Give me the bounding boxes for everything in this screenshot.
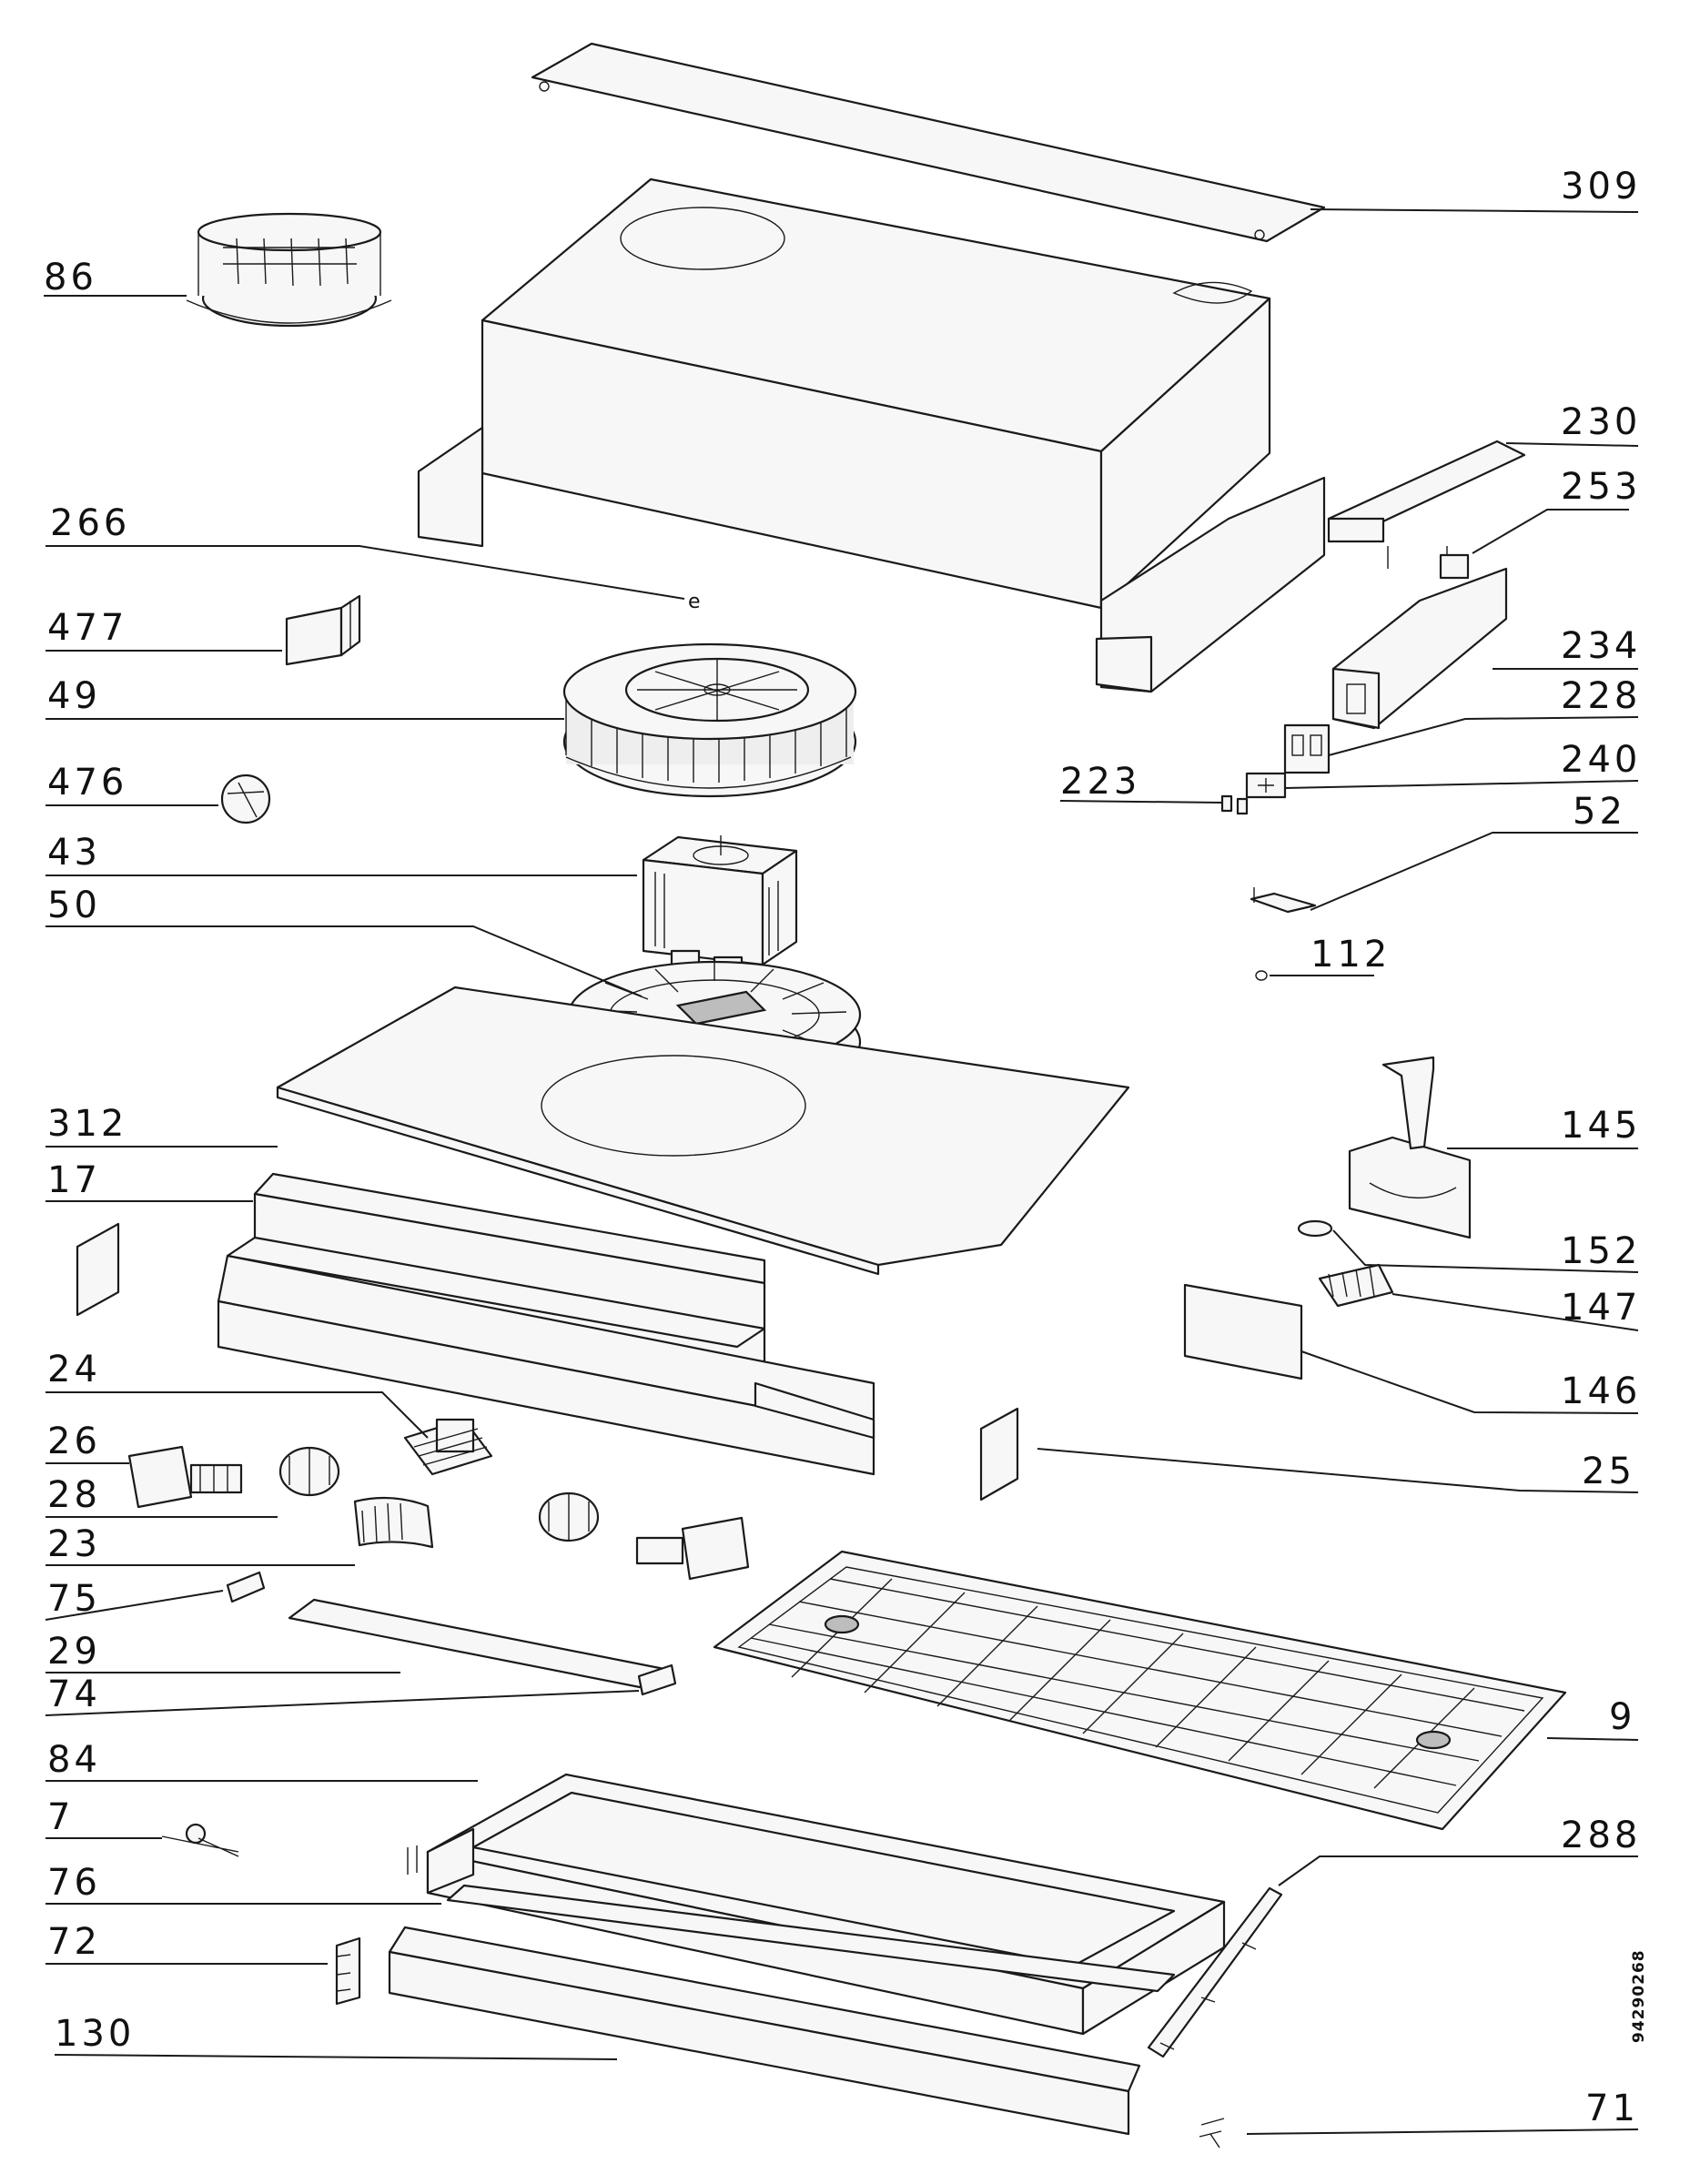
part-76-bottom-plate <box>446 1884 1176 1993</box>
callout-476: 476 <box>47 762 127 804</box>
callout-43: 43 <box>47 832 101 874</box>
callout-130: 130 <box>55 2013 135 2055</box>
part-477-bracket <box>285 594 361 666</box>
part-309-top-rail <box>531 42 1326 243</box>
callout-234: 234 <box>1561 625 1641 667</box>
callout-17: 17 <box>47 1159 101 1201</box>
part-52-clamp <box>1250 887 1317 914</box>
callout-228: 228 <box>1561 675 1641 717</box>
callout-29: 29 <box>47 1631 101 1673</box>
part-71-clip <box>1199 2118 1225 2149</box>
part-17-filter-frame <box>217 1172 875 1476</box>
part-234-control-box <box>1331 567 1508 730</box>
part-86-round-collar <box>186 212 392 328</box>
callout-labels: 309 86 230 253 266 477 234 49 228 240 47… <box>44 166 1641 2129</box>
part-146-pcb <box>1183 1283 1303 1380</box>
part-147-terminal-block <box>1318 1263 1394 1308</box>
part-152-clip <box>1297 1219 1333 1238</box>
part-74-clip <box>637 1663 677 1696</box>
svg-text:e: e <box>688 591 701 613</box>
part-9-grease-filter <box>713 1550 1567 1831</box>
part-hood-body <box>417 177 1326 693</box>
callout-146: 146 <box>1561 1370 1641 1412</box>
part-25-plate <box>979 1407 1019 1502</box>
callout-84: 84 <box>47 1739 101 1781</box>
callout-26: 26 <box>47 1421 101 1462</box>
callout-309: 309 <box>1561 166 1641 207</box>
callout-112: 112 <box>1311 934 1391 976</box>
callout-288: 288 <box>1561 1815 1641 1856</box>
callout-223: 223 <box>1060 761 1140 803</box>
part-75-clip <box>226 1571 266 1603</box>
callout-240: 240 <box>1561 739 1641 781</box>
callout-71: 71 <box>1585 2088 1639 2129</box>
part-28-sleeve <box>278 1446 340 1497</box>
callout-50: 50 <box>47 885 101 926</box>
callout-230: 230 <box>1561 401 1641 443</box>
leader-lines <box>44 208 1639 2135</box>
callout-266: 266 <box>50 502 130 544</box>
part-230-cover <box>1327 440 1526 569</box>
part-72-bracket <box>335 1936 361 2006</box>
callout-76: 76 <box>47 1862 101 1904</box>
callout-312: 312 <box>47 1103 127 1145</box>
part-112-screw <box>1255 970 1268 981</box>
part-223-connectors <box>1220 794 1249 815</box>
document-number: 94290268 <box>1630 1949 1648 2043</box>
part-312-panel <box>276 986 1130 1276</box>
part-23-lens <box>353 1496 434 1549</box>
callout-152: 152 <box>1561 1230 1641 1272</box>
callout-28: 28 <box>47 1474 101 1516</box>
part-26-lamp-holder <box>127 1445 243 1509</box>
part-49-fan-wheel <box>562 642 857 798</box>
part-145-lever <box>1348 1056 1472 1239</box>
part-228-switch-block <box>1283 723 1331 774</box>
part-253-switch <box>1439 546 1470 580</box>
part-43-motor <box>642 835 798 977</box>
callout-23: 23 <box>47 1523 101 1565</box>
callout-75: 75 <box>47 1578 101 1620</box>
callout-86: 86 <box>44 257 97 298</box>
part-288-runner <box>1147 1886 1283 2058</box>
callout-145: 145 <box>1561 1105 1641 1147</box>
part-84-frame <box>407 1773 1226 2036</box>
callout-147: 147 <box>1561 1287 1641 1329</box>
callout-49: 49 <box>47 675 101 717</box>
part-29-strip <box>288 1598 671 1690</box>
part-right-lamp-assembly <box>538 1491 750 1581</box>
callout-477: 477 <box>47 607 127 649</box>
part-left-plate <box>76 1222 120 1317</box>
part-240-plate <box>1245 772 1287 799</box>
callout-253: 253 <box>1561 466 1641 508</box>
part-130-front-trim <box>388 1926 1141 2136</box>
callout-25: 25 <box>1582 1451 1635 1492</box>
callout-52: 52 <box>1573 791 1626 833</box>
callout-9: 9 <box>1609 1696 1635 1738</box>
callout-74: 74 <box>47 1673 101 1715</box>
part-476-clip <box>220 774 271 824</box>
part-266-screw: e <box>688 591 701 613</box>
callout-24: 24 <box>47 1349 101 1390</box>
part-7-key <box>161 1823 239 1857</box>
part-24-light-housing <box>403 1418 493 1476</box>
callout-7: 7 <box>47 1796 74 1838</box>
callout-72: 72 <box>47 1921 101 1963</box>
